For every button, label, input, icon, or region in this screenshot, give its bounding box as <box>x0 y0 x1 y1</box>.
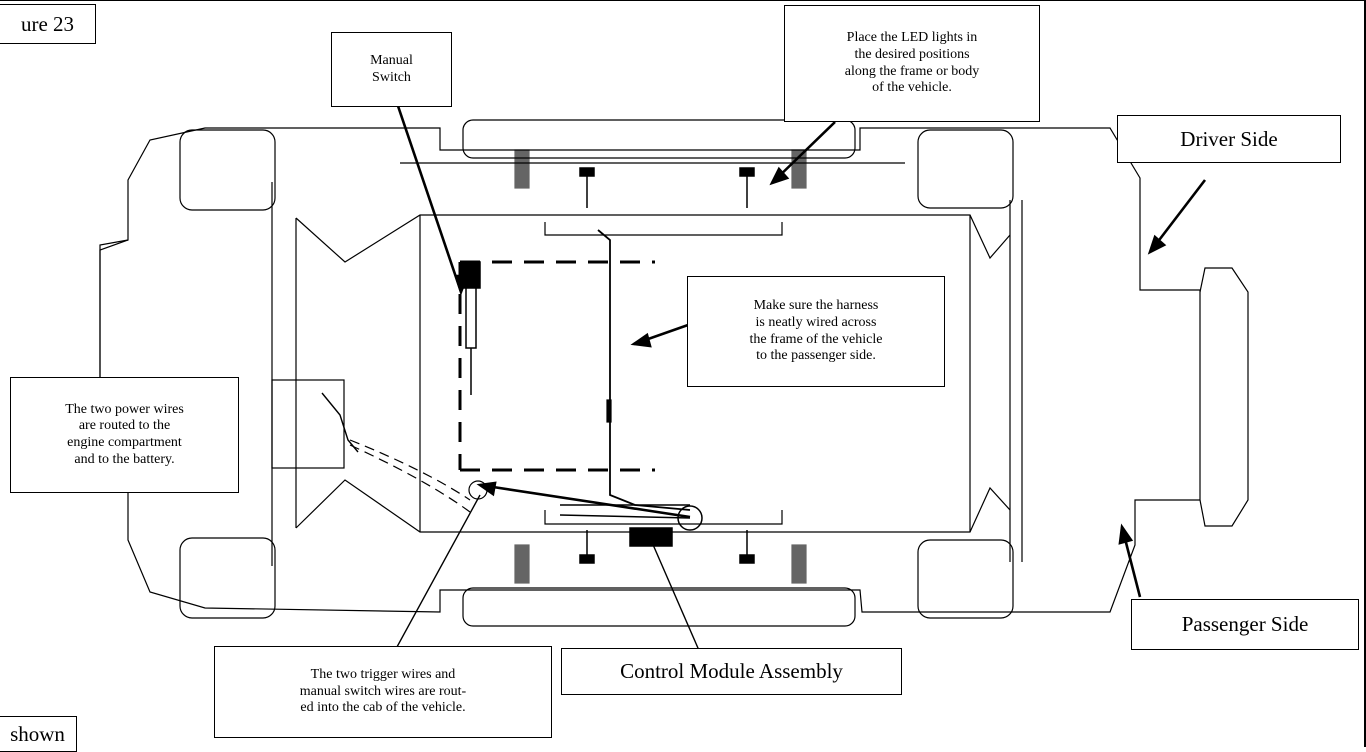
running-board-bottom <box>462 587 856 627</box>
power-wire-route <box>349 439 471 513</box>
wheel-front-left <box>179 129 276 211</box>
shown-label: shown <box>0 716 77 752</box>
figure-label: ure 23 <box>0 4 96 44</box>
rear-cap <box>1199 267 1249 527</box>
power-wires-callout: The two power wires are routed to the en… <box>10 377 239 493</box>
dashed-wire-route <box>458 260 655 472</box>
harness-callout: Make sure the harness is neatly wired ac… <box>687 276 945 387</box>
control-module-label: Control Module Assembly <box>561 648 902 695</box>
wiring-harness <box>597 229 691 511</box>
engine-compartment <box>271 379 345 469</box>
control-module <box>629 505 703 547</box>
wheel-rear-right <box>917 539 1014 619</box>
manual-switch-callout: Manual Switch <box>331 32 452 107</box>
led-lights <box>579 167 755 564</box>
trigger-wires-callout: The two trigger wires and manual switch … <box>214 646 552 738</box>
wheel-rear-left <box>917 129 1014 209</box>
led-lights-callout: Place the LED lights in the desired posi… <box>784 5 1040 122</box>
cab-outline <box>295 214 1011 263</box>
running-board-top <box>462 119 856 159</box>
passenger-side-label: Passenger Side <box>1131 599 1359 650</box>
manual-switch-device <box>461 261 481 395</box>
wheel-front-right <box>179 537 276 619</box>
driver-side-label: Driver Side <box>1117 115 1341 163</box>
